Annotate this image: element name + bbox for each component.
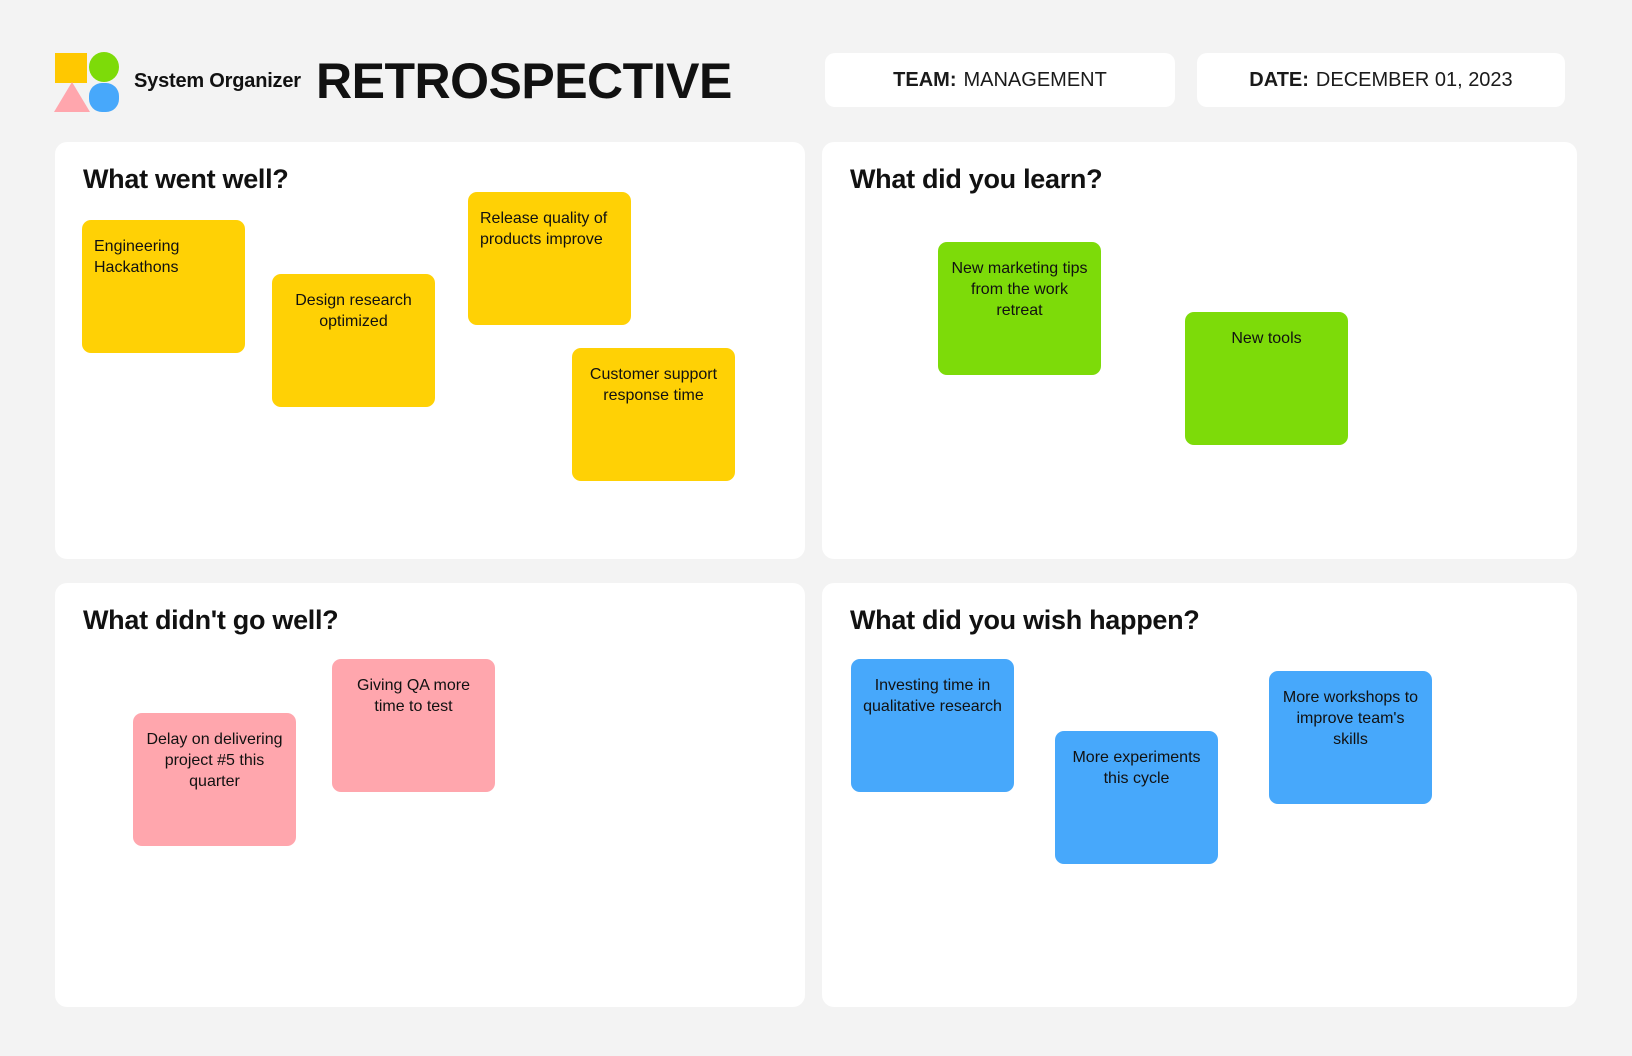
sticky-note[interactable]: More workshops to improve team's skills <box>1269 671 1432 804</box>
system-organizer-logo-icon <box>52 50 120 112</box>
sticky-note[interactable]: Engineering Hackathons <box>82 220 245 353</box>
logo-square-shape <box>55 53 87 83</box>
panel-what-did-you-learn: What did you learn? New marketing tips f… <box>822 142 1577 559</box>
panel-title: What went well? <box>83 164 289 194</box>
date-field: DATE: DECEMBER 01, 2023 <box>1197 53 1565 107</box>
logo-triangle-shape <box>54 82 90 112</box>
sticky-note[interactable]: Design research optimized <box>272 274 435 407</box>
sticky-note[interactable]: Investing time in qualitative research <box>851 659 1014 792</box>
page-title: RETROSPECTIVE <box>316 53 732 109</box>
panel-title: What didn't go well? <box>83 605 339 635</box>
panel-what-didnt-go-well: What didn't go well? Delay on delivering… <box>55 583 805 1007</box>
date-value: DECEMBER 01, 2023 <box>1315 68 1513 91</box>
logo-circle-green-shape <box>89 52 119 82</box>
panel-title: What did you learn? <box>850 164 1103 194</box>
brand-logo: System Organizer <box>52 50 301 112</box>
team-label: TEAM: <box>893 68 957 91</box>
logo-rounded-blue-shape <box>89 83 119 112</box>
team-value: MANAGEMENT <box>963 68 1107 91</box>
sticky-note[interactable]: New tools <box>1185 312 1348 445</box>
sticky-note[interactable]: Release quality of products improve <box>468 192 631 325</box>
sticky-note[interactable]: More experiments this cycle <box>1055 731 1218 864</box>
notes-layer: New marketing tips from the work retreat… <box>822 142 1577 559</box>
sticky-note[interactable]: Customer support response time <box>572 348 735 481</box>
sticky-note[interactable]: Delay on delivering project #5 this quar… <box>133 713 296 846</box>
sticky-note[interactable]: New marketing tips from the work retreat <box>938 242 1101 375</box>
sticky-note[interactable]: Giving QA more time to test <box>332 659 495 792</box>
brand-name-label: System Organizer <box>134 69 301 92</box>
panel-what-did-you-wish-happen: What did you wish happen? Investing time… <box>822 583 1577 1007</box>
board-header: System Organizer RETROSPECTIVE TEAM: MAN… <box>0 0 1632 134</box>
notes-layer: Delay on delivering project #5 this quar… <box>55 583 805 1007</box>
panel-title: What did you wish happen? <box>850 605 1200 635</box>
date-label: DATE: <box>1249 68 1309 91</box>
team-field: TEAM: MANAGEMENT <box>825 53 1175 107</box>
